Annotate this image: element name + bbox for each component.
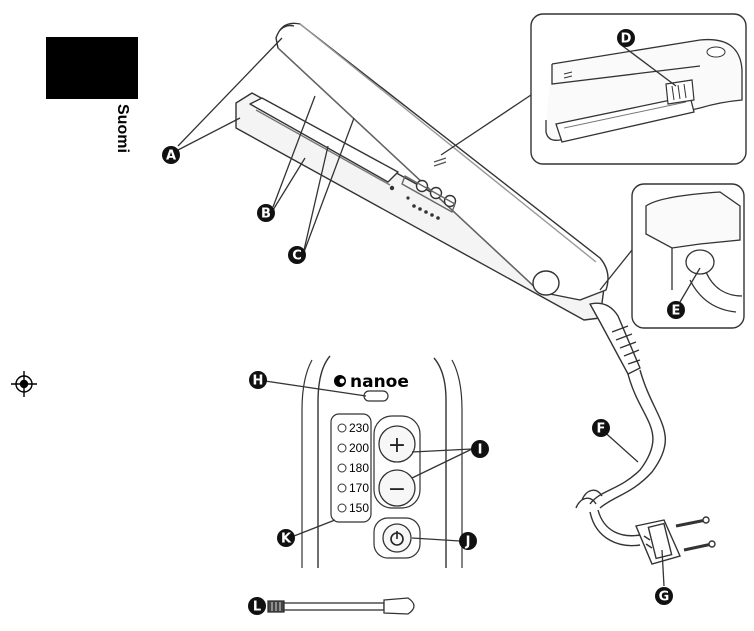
callout-b: B <box>257 204 275 222</box>
nanoe-indicator <box>363 390 389 402</box>
registration-mark-icon <box>11 371 37 397</box>
language-tab: Suomi <box>46 37 138 153</box>
temperature-label: 200 <box>349 441 369 455</box>
cleaning-brush <box>267 597 415 615</box>
temperature-label: 150 <box>349 501 369 515</box>
detail-inset-d <box>530 13 747 165</box>
arm-led-dots <box>412 204 440 220</box>
callout-badge <box>162 146 180 164</box>
callout-k: K <box>277 529 295 547</box>
callout-badge <box>459 532 477 550</box>
temperature-led <box>337 443 347 453</box>
callout-j: J <box>459 532 477 550</box>
lower-plate <box>249 97 399 183</box>
power-icon <box>390 531 404 546</box>
callout-badge <box>592 419 610 437</box>
nanoe-logo: nanoe <box>334 372 409 392</box>
callout-badge <box>655 587 673 605</box>
callout-letter: D <box>621 32 632 47</box>
callout-badge <box>667 301 685 319</box>
callout-h: H <box>249 371 267 389</box>
callout-letter: J <box>465 535 471 550</box>
callout-l: L <box>248 597 266 615</box>
callout-g: G <box>655 587 673 605</box>
callout-letter: C <box>292 249 302 264</box>
callout-f: F <box>592 419 610 437</box>
callout-a: A <box>162 146 180 164</box>
straightener-body <box>235 22 641 375</box>
hinge <box>532 270 560 296</box>
callout-badge <box>277 529 295 547</box>
callout-badge <box>471 440 489 458</box>
callout-letter: I <box>478 443 483 458</box>
plus-button <box>378 425 416 463</box>
callout-badge <box>617 29 635 47</box>
callout-letter: H <box>253 374 264 389</box>
temperature-led <box>337 423 347 433</box>
callout-badge <box>249 371 267 389</box>
temperature-label: 180 <box>349 461 369 475</box>
language-tab-block <box>46 37 138 99</box>
temperature-led <box>337 483 347 493</box>
callout-badge <box>248 597 266 615</box>
detail-inset-e <box>631 183 745 329</box>
temperature-label: 230 <box>349 421 369 435</box>
minus-glyph: − <box>388 477 406 502</box>
callout-letter: A <box>166 149 176 164</box>
callout-letter: K <box>281 532 292 547</box>
plus-glyph: + <box>388 433 406 458</box>
callout-c: C <box>288 246 306 264</box>
brand-label: nanoe <box>350 372 409 392</box>
callout-i: I <box>471 440 489 458</box>
control-panel-detail: nanoe 230 200 180 170 150 + − <box>301 355 463 568</box>
callout-letter: B <box>261 207 271 222</box>
callout-e: E <box>667 301 685 319</box>
temp-button-frame <box>373 415 421 509</box>
callout-letter: L <box>253 600 261 615</box>
callout-badge <box>288 246 306 264</box>
callout-letter: E <box>672 304 681 319</box>
temperature-panel <box>330 413 372 523</box>
callout-letter: F <box>597 422 606 437</box>
temperature-list: 230 200 180 170 150 <box>337 421 369 515</box>
language-label: Suomi <box>114 104 131 153</box>
temperature-label: 170 <box>349 481 369 495</box>
temperature-led <box>337 503 347 513</box>
callout-badge <box>257 204 275 222</box>
callout-d: D <box>617 29 635 47</box>
temperature-led <box>337 463 347 473</box>
callout-labels: A B C D E F G H I J K L <box>162 29 685 615</box>
power-plug <box>635 516 716 565</box>
cord-boot <box>589 302 641 375</box>
power-cord <box>575 369 667 547</box>
callout-letter: G <box>659 590 670 605</box>
minus-button <box>378 469 416 507</box>
